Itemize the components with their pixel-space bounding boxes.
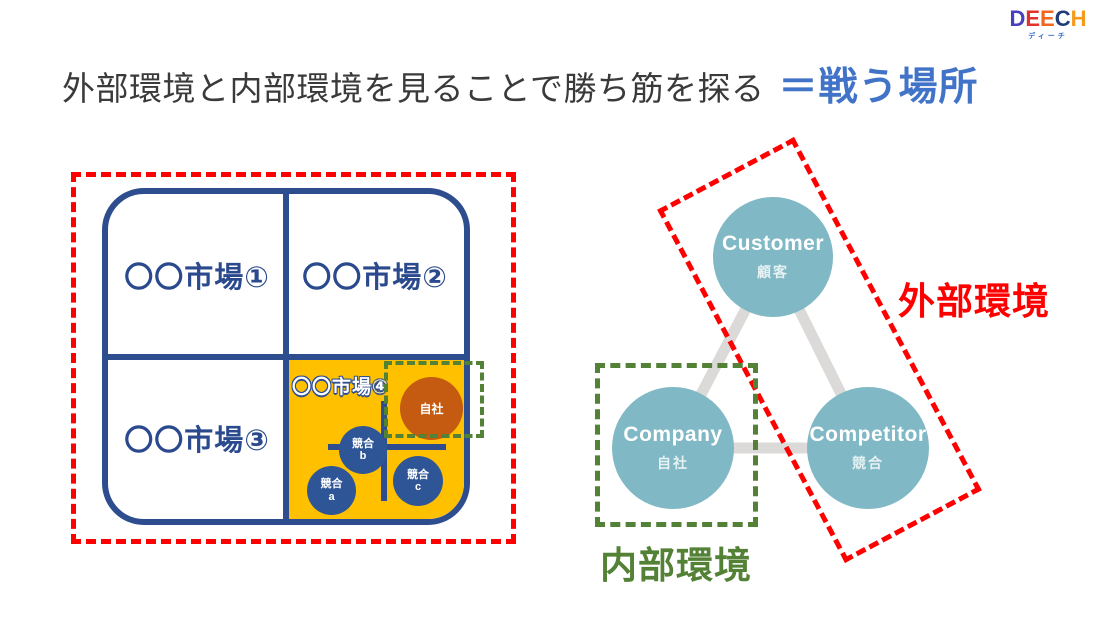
- slide-title: 外部環境と内部環境を見ることで勝ち筋を探る ＝戦う場所: [62, 56, 979, 112]
- logo-letter: E: [1025, 6, 1041, 31]
- company-node-en-label: Company: [623, 423, 723, 446]
- logo-subtext: ディーチ: [1028, 33, 1068, 40]
- company-node: Company 自社: [612, 387, 734, 509]
- customer-node-en-label: Customer: [721, 232, 825, 255]
- own-company-label: 自社: [419, 402, 444, 416]
- market-2-label: 〇〇市場②: [302, 262, 448, 295]
- internal-env-label: 内部環境: [600, 545, 752, 586]
- logo-letter: D: [1009, 6, 1026, 31]
- title-main-text: 外部環境と内部環境を見ることで勝ち筋を探る: [62, 70, 765, 107]
- competitor-b-label: 競合: [352, 437, 374, 450]
- market4-sub-divider-horizontal: [328, 444, 446, 450]
- own-company-bubble: 自社: [400, 377, 463, 440]
- company-node-ja-label: 自社: [657, 455, 689, 471]
- competitor-node-en-label: Competitor: [809, 423, 927, 446]
- external-env-dotted-outline-matrix: [71, 172, 516, 544]
- market-4-label: 〇〇市場④: [292, 377, 390, 398]
- competitor-node: Competitor 競合: [807, 387, 929, 509]
- market-3-label: 〇〇市場③: [124, 424, 270, 457]
- matrix-horizontal-divider: [105, 353, 467, 360]
- logo-letter: E: [1040, 6, 1055, 31]
- quadrant-market-2: 〇〇市場②: [286, 194, 464, 357]
- title-highlight-text: ＝戦う場所: [778, 66, 979, 109]
- quadrant-market-1: 〇〇市場①: [108, 194, 286, 357]
- competitor-a-label: 競合: [320, 478, 343, 491]
- competitor-a-suffix: a: [328, 490, 335, 503]
- internal-env-dotted-outline-triangle: [595, 363, 758, 527]
- competitor-b-suffix: b: [359, 450, 367, 462]
- logo-letter: C: [1054, 6, 1071, 31]
- external-env-label: 外部環境: [898, 281, 1050, 322]
- market-1-label: 〇〇市場①: [124, 262, 270, 295]
- logo-letter: H: [1070, 6, 1087, 31]
- internal-env-dotted-outline-matrix: [384, 361, 484, 438]
- customer-node-ja-label: 顧客: [757, 264, 789, 280]
- competitor-c-label: 競合: [407, 468, 429, 481]
- competitor-c-suffix: c: [414, 481, 422, 493]
- competitor-node-ja-label: 競合: [852, 455, 884, 471]
- deech-logo: DEECH ディーチ: [1001, 8, 1095, 41]
- deech-logo-word: DEECH: [1001, 8, 1095, 30]
- customer-node: Customer 顧客: [713, 197, 833, 317]
- quadrant-market-3: 〇〇市場③: [108, 357, 286, 520]
